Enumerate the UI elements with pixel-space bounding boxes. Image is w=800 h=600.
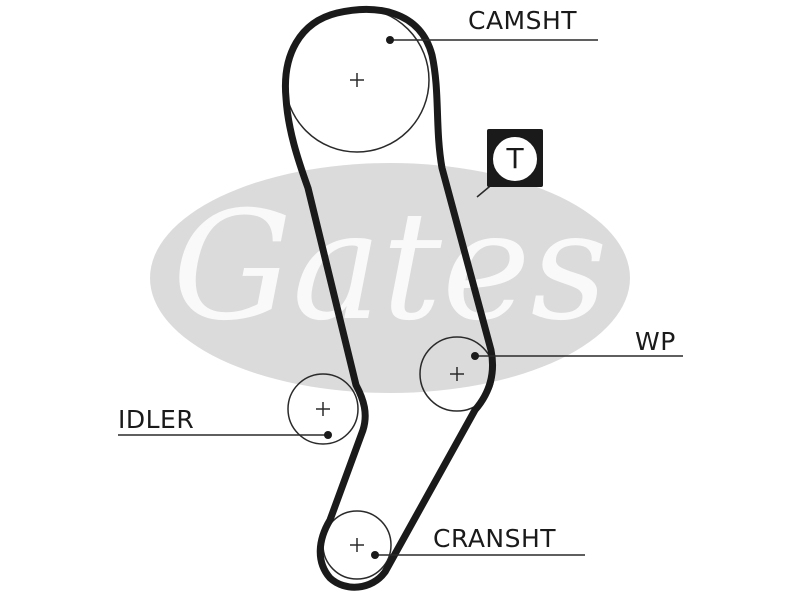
crankshaft-label: CRANSHT bbox=[433, 524, 557, 553]
watermark-logo-lettering: Gates bbox=[172, 180, 607, 354]
tension-marker-letter: T bbox=[506, 142, 524, 175]
crankshaft-center-mark bbox=[350, 538, 364, 552]
idler-timing-dot bbox=[324, 431, 332, 439]
timing-belt bbox=[281, 5, 496, 591]
crankshaft-timing-dot bbox=[371, 551, 379, 559]
camshaft-label: CAMSHT bbox=[468, 6, 578, 35]
water-pump-center-mark bbox=[450, 367, 464, 381]
camshaft-timing-dot bbox=[386, 36, 394, 44]
tension-marker-circle: T bbox=[493, 137, 537, 181]
watermark-logo: Gates bbox=[150, 163, 630, 393]
camshaft-center-mark bbox=[350, 73, 364, 87]
idler-center-mark bbox=[316, 402, 330, 416]
idler-pulley bbox=[287, 373, 359, 445]
water-pump-label: WP bbox=[635, 327, 676, 356]
tension-marker-box: T bbox=[487, 129, 543, 187]
idler-label: IDLER bbox=[118, 405, 195, 434]
water-pump-timing-dot bbox=[471, 352, 479, 360]
watermark-ellipse bbox=[150, 163, 630, 393]
